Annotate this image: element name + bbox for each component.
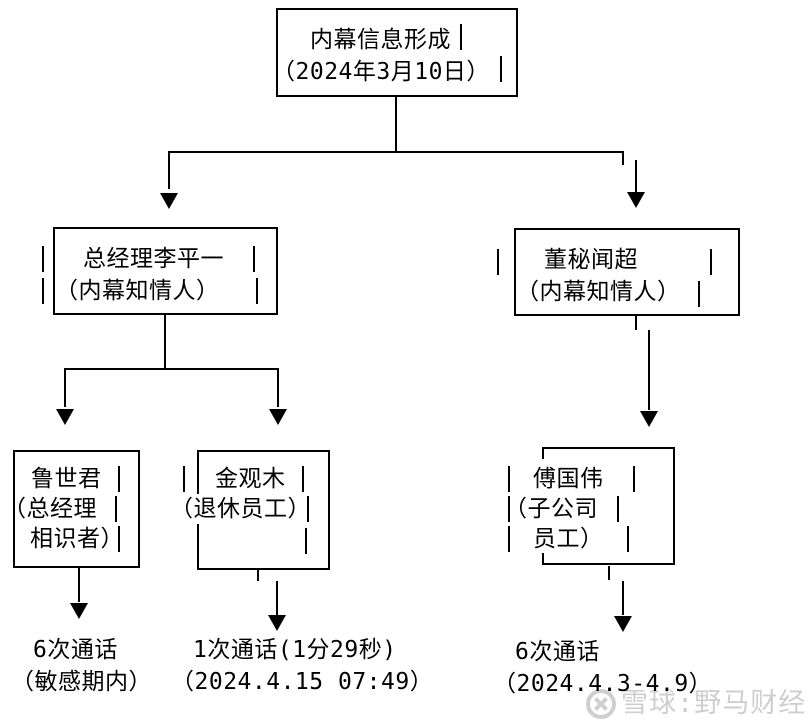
watermark: 雪球:野马财经 — [585, 688, 806, 720]
arrowhead-down-icon — [160, 193, 178, 209]
node-fu-line1: 傅国伟 — [533, 466, 604, 492]
node-box-root — [276, 8, 518, 97]
connector-line — [257, 569, 259, 581]
node-box-fu — [542, 447, 675, 565]
ascii-bar — [183, 466, 185, 492]
annotation-fu-calls-line2: （2024.4.3-4.9） — [493, 671, 713, 697]
box-border-segment — [197, 524, 199, 570]
arrowhead-down-icon — [614, 616, 632, 632]
connector-line — [64, 368, 66, 407]
ascii-bar — [627, 526, 629, 552]
connector-line — [168, 151, 624, 153]
ascii-bar — [302, 466, 304, 492]
node-root-line1: 内幕信息形成 — [310, 27, 451, 53]
node-lu-line2: （总经理 — [3, 496, 97, 522]
connector-line — [64, 368, 279, 370]
arrowhead-down-icon — [70, 603, 88, 619]
ascii-bar — [256, 278, 258, 304]
connector-line — [276, 581, 278, 615]
node-lu-line3: 相识者） — [30, 526, 124, 552]
arrowhead-down-icon — [640, 411, 658, 427]
ascii-bar — [460, 24, 462, 50]
watermark-text: 雪球:野马财经 — [621, 688, 807, 719]
connector-line — [164, 314, 166, 370]
ascii-bar — [617, 496, 619, 522]
node-jin-line2: （退休员工） — [170, 496, 311, 522]
node-box-secretary — [514, 228, 740, 316]
ascii-bar — [508, 496, 510, 522]
ascii-bar — [253, 246, 255, 272]
arrowhead-down-icon — [268, 615, 286, 631]
node-jin-line1: 金观木 — [215, 466, 286, 492]
arrowhead-down-icon — [627, 192, 645, 208]
xueqiu-logo-icon — [586, 689, 616, 719]
node-secretary-line1: 董秘闻超 — [544, 247, 638, 273]
ascii-bar — [115, 496, 117, 522]
ascii-bar — [118, 526, 120, 552]
ascii-bar — [497, 249, 499, 275]
ascii-bar — [698, 281, 700, 307]
ascii-bar — [118, 466, 120, 492]
connector-line — [395, 96, 397, 153]
connector-line — [648, 330, 650, 410]
annotation-fu-calls-line1: 6次通话 — [515, 639, 600, 665]
connector-line — [622, 581, 624, 615]
connector-line — [635, 316, 637, 330]
ascii-bar — [633, 466, 635, 492]
connector-line — [168, 151, 170, 189]
connector-line — [277, 368, 279, 407]
ascii-bar — [710, 249, 712, 275]
connector-line — [622, 151, 624, 165]
node-lu-line1: 鲁世君 — [31, 466, 102, 492]
ascii-bar — [508, 526, 510, 552]
box-border-segment — [197, 450, 199, 494]
node-secretary-line2: （内幕知情人） — [516, 279, 681, 305]
node-fu-line3: 员工） — [533, 526, 604, 552]
ascii-bar — [307, 496, 309, 522]
node-gm-line2: （内幕知情人） — [55, 278, 220, 304]
connector-line — [635, 160, 637, 192]
annotation-lu-calls-line2: （敏感期内） — [11, 669, 152, 695]
ascii-bar — [42, 278, 44, 304]
ascii-bar — [508, 466, 510, 492]
arrowhead-down-icon — [56, 409, 74, 425]
ascii-bar — [500, 56, 502, 82]
ascii-bar — [305, 528, 307, 554]
ascii-bar — [42, 246, 44, 272]
connector-line — [608, 566, 610, 580]
node-box-lu — [13, 450, 140, 568]
box-border-segment — [542, 447, 544, 459]
node-root-line2: （2024年3月10日） — [272, 59, 490, 85]
node-gm-line1: 总经理李平一 — [83, 246, 224, 272]
annotation-jin-calls-line1: 1次通话(1分29秒) — [193, 637, 397, 663]
arrowhead-down-icon — [269, 409, 287, 425]
annotation-lu-calls-line1: 6次通话 — [33, 637, 118, 663]
node-fu-line2: （子公司 — [504, 496, 598, 522]
annotation-jin-calls-line2: （2024.4.15 07:49） — [171, 669, 434, 695]
node-box-jin — [197, 450, 330, 570]
connector-line — [78, 567, 80, 602]
box-border-segment — [542, 553, 544, 565]
